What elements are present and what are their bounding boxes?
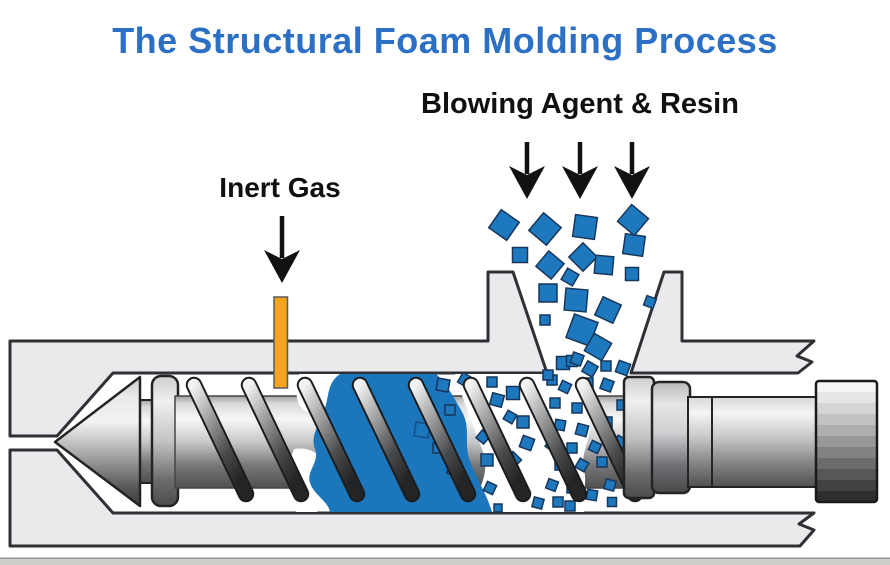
pellet	[567, 241, 599, 273]
pellet	[527, 211, 563, 247]
arrow-head	[614, 166, 650, 199]
screw-flight	[464, 378, 530, 501]
pellet	[598, 376, 616, 394]
inert-gas-label: Inert Gas	[219, 172, 341, 203]
pellet	[435, 377, 451, 393]
pellet	[614, 359, 632, 377]
pellet	[593, 295, 623, 325]
pellet	[549, 397, 561, 409]
falling-pellets	[487, 203, 658, 381]
screw-front-ring	[150, 374, 180, 508]
pellet	[606, 496, 618, 508]
floor-strip-edge	[0, 557, 890, 559]
pellet	[539, 314, 551, 326]
flow-arrows	[264, 142, 650, 283]
pellet	[557, 379, 573, 395]
pellet	[566, 442, 578, 454]
drive-shaft	[711, 396, 818, 488]
screw-flight	[409, 378, 475, 501]
pellet	[568, 350, 586, 368]
pellet	[596, 456, 608, 468]
screw-flight	[353, 378, 419, 501]
blowing-agent-label: Blowing Agent & Resin	[421, 88, 739, 120]
screw-tip-cone	[53, 375, 142, 508]
pellet	[574, 457, 590, 473]
pellet	[505, 385, 521, 401]
pellet	[493, 503, 503, 513]
screw-rear-ring	[650, 380, 692, 495]
pellet	[487, 208, 521, 242]
pellet	[534, 249, 566, 281]
pellet	[518, 434, 536, 452]
screw-collar	[622, 375, 656, 500]
pellet	[642, 294, 658, 310]
barrel-top-right-wall	[629, 270, 816, 375]
arrow-head	[264, 250, 300, 283]
pellet	[574, 422, 590, 438]
pellet	[560, 267, 580, 287]
pellet	[621, 232, 647, 258]
screw-flight	[520, 378, 586, 501]
pellet	[552, 496, 564, 508]
arrow-head	[509, 166, 545, 199]
spline-coupling	[814, 379, 879, 504]
pellet	[553, 418, 567, 432]
pellet	[602, 477, 618, 493]
pellet	[486, 376, 498, 388]
pellet	[585, 488, 599, 502]
barrel-bottom-wall	[8, 448, 816, 548]
gas-injector-pin	[273, 296, 289, 389]
pellet	[587, 439, 603, 455]
screw-flight	[187, 378, 253, 501]
pellet	[544, 477, 560, 493]
pellet	[600, 360, 612, 372]
pellet	[564, 500, 576, 512]
pellet	[488, 391, 506, 409]
screw-flight	[298, 378, 364, 501]
pellet	[480, 453, 494, 467]
pellet	[538, 283, 558, 303]
pellet	[482, 480, 498, 496]
pellet	[580, 359, 600, 379]
pellet	[563, 287, 589, 313]
pellet	[583, 332, 613, 362]
pellet	[516, 415, 530, 429]
pellet	[624, 266, 640, 282]
screw-drive-end	[622, 375, 879, 504]
pellet	[502, 409, 518, 425]
diagram-title: The Structural Foam Molding Process	[112, 20, 778, 61]
pellet	[571, 402, 583, 414]
pellet	[511, 246, 529, 264]
pellet	[530, 495, 546, 511]
shaft-step	[687, 396, 715, 488]
pellet	[593, 254, 615, 276]
screw-flight	[242, 378, 308, 501]
pellet	[616, 203, 650, 237]
pellet	[444, 404, 456, 416]
pellet	[542, 369, 554, 381]
pellet	[571, 213, 599, 241]
floor-strip	[0, 558, 890, 565]
arrow-head	[562, 166, 598, 199]
